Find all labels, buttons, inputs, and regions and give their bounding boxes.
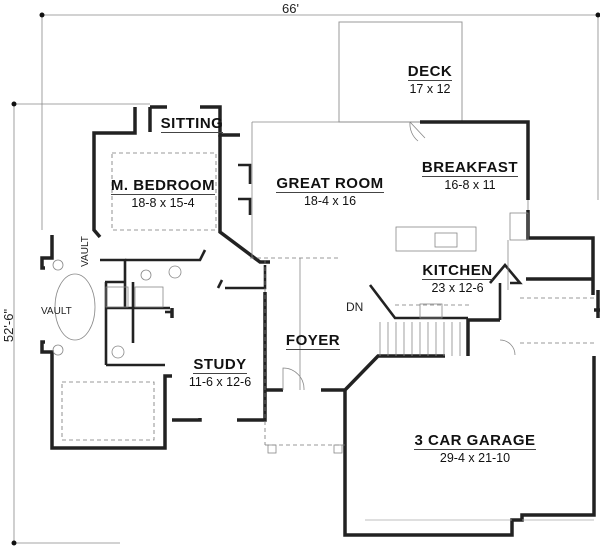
room-kitchen: KITCHEN 23 x 12-6	[415, 263, 500, 295]
room-name: BREAKFAST	[421, 159, 519, 177]
fixture-details	[61, 152, 594, 446]
overall-depth-dimension: 52'-6"	[1, 308, 17, 343]
room-master-bedroom: M. BEDROOM 18-8 x 15-4	[100, 178, 226, 210]
room-foyer: FOYER	[283, 333, 343, 350]
room-size: 18-4 x 16	[303, 194, 357, 208]
room-name: FOYER	[285, 332, 341, 350]
thin-lines	[52, 121, 594, 521]
room-size: 23 x 12-6	[431, 281, 484, 295]
vault-tub-label: VAULT	[41, 306, 72, 317]
room-name: GREAT ROOM	[276, 175, 384, 193]
room-breakfast: BREAKFAST 16-8 x 11	[415, 160, 525, 192]
room-name: KITCHEN	[422, 262, 493, 280]
room-name: STUDY	[193, 356, 247, 374]
room-size: 29-4 x 21-10	[439, 451, 511, 465]
room-name: 3 CAR GARAGE	[414, 432, 536, 450]
room-size: 18-8 x 15-4	[131, 196, 195, 210]
room-name: M. BEDROOM	[110, 177, 216, 195]
overall-width-dimension: 66'	[282, 1, 299, 16]
stairs-down-label: DN	[346, 300, 364, 314]
room-sitting: SITTING	[152, 116, 232, 133]
room-name: SITTING	[160, 115, 224, 133]
room-size: 11-6 x 12-6	[188, 375, 252, 389]
room-great-room: GREAT ROOM 18-4 x 16	[270, 176, 390, 208]
dimension-lines	[13, 14, 599, 544]
room-study: STUDY 11-6 x 12-6	[175, 357, 265, 389]
vault-upper-label: VAULT	[79, 236, 91, 267]
room-deck: DECK 17 x 12	[380, 64, 480, 96]
room-size: 17 x 12	[409, 82, 451, 96]
room-name: DECK	[407, 63, 453, 81]
room-size: 16-8 x 11	[444, 178, 496, 192]
room-garage: 3 CAR GARAGE 29-4 x 21-10	[405, 433, 545, 465]
dimension-dots	[11, 12, 600, 546]
